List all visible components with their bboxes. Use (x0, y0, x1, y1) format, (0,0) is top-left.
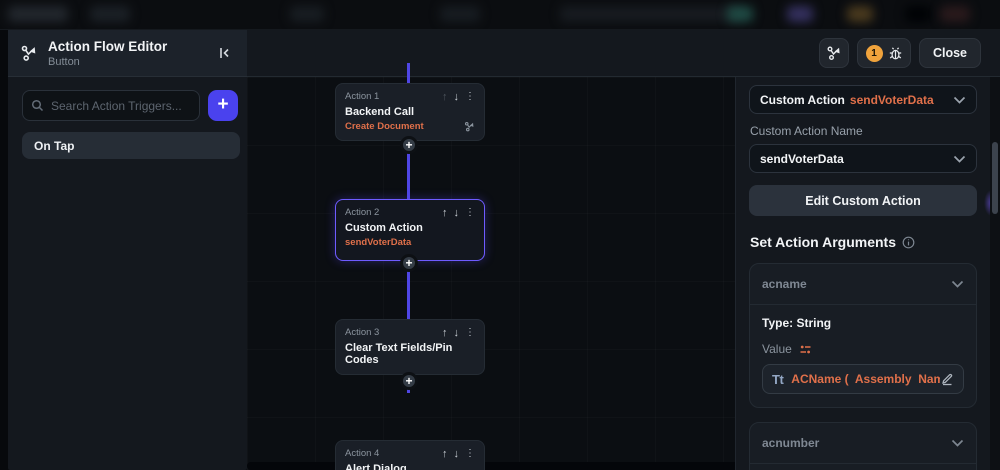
variable-settings-icon[interactable] (799, 344, 812, 355)
search-input[interactable] (51, 98, 181, 113)
branch-flow-icon[interactable] (464, 121, 475, 132)
action-title: Backend Call (345, 106, 415, 118)
action-type-label: Custom Action (760, 92, 845, 107)
argument-type: Type: String (762, 316, 832, 330)
action-flow-icon (826, 45, 842, 61)
kebab-menu-icon[interactable]: ⋮ (465, 206, 475, 218)
canvas-header: 1 Close (247, 30, 1000, 77)
action-type-dropdown[interactable]: Custom Action sendVoterData (749, 85, 977, 114)
chevron-down-icon (953, 155, 966, 163)
edit-custom-action-button[interactable]: Edit Custom Action (749, 185, 977, 216)
horizontal-scrollbar[interactable] (247, 462, 883, 470)
toolbar-blob-red (940, 6, 970, 22)
move-down-icon[interactable]: ↓ (453, 326, 460, 339)
background-app-toolbar (0, 0, 1000, 30)
toolbar-blob (290, 6, 324, 22)
set-action-arguments-row: Set Action Arguments (750, 234, 977, 250)
add-action-node[interactable]: + (400, 136, 418, 154)
toolbar-blob (440, 6, 480, 22)
action-index: Action 1 (345, 91, 380, 102)
action-title: Clear Text Fields/Pin Codes (345, 342, 453, 366)
toolbar-blob (8, 6, 68, 22)
toolbar-blob (905, 6, 931, 22)
value-label: Value (762, 342, 792, 356)
text-type-icon: Tt (772, 371, 784, 387)
action-title: Alert Dialog (345, 463, 407, 470)
trigger-search-row: + (8, 77, 247, 121)
search-box[interactable] (22, 90, 200, 121)
action-index: Action 3 (345, 327, 380, 338)
info-icon[interactable] (902, 236, 915, 249)
custom-action-name-value: sendVoterData (760, 151, 844, 166)
custom-action-name-dropdown[interactable]: sendVoterData (749, 144, 977, 173)
action-flow-view-button[interactable] (819, 38, 849, 68)
errors-debug-button[interactable]: 1 (857, 38, 911, 68)
edit-pencil-icon[interactable] (940, 372, 954, 386)
close-button[interactable]: Close (919, 38, 981, 68)
action-card-4[interactable]: Action 4 ↑ ↓ ⋮ Alert Dialog (335, 440, 485, 470)
argument-value-field[interactable]: Tt ACName ( Assembly Name ) (762, 364, 964, 394)
panel-title: Action Flow Editor (48, 38, 168, 54)
argument-value: ACName ( Assembly Name ) (791, 372, 940, 386)
add-trigger-button[interactable]: + (208, 90, 238, 121)
action-card-3[interactable]: Action 3 ↑ ↓ ⋮ Clear Text Fields/Pin Cod… (335, 319, 485, 375)
vertical-scrollbar-thumb[interactable] (992, 142, 998, 214)
custom-action-name-label: Custom Action Name (750, 124, 863, 138)
bug-icon (888, 46, 903, 61)
action-type-value: sendVoterData (849, 92, 934, 107)
action-index: Action 2 (345, 207, 380, 218)
argument-card-acnumber: acnumber Type: (749, 422, 977, 470)
toolbar-blob (90, 6, 130, 22)
chevron-down-icon (953, 96, 966, 104)
argument-name: acname (762, 277, 807, 291)
toolbar-blob-teal (727, 6, 753, 22)
action-index: Action 4 (345, 448, 380, 459)
kebab-menu-icon[interactable]: ⋮ (465, 447, 475, 459)
panel-subtitle: Button (48, 55, 80, 68)
move-up-icon[interactable]: ↑ (442, 206, 448, 219)
move-down-icon[interactable]: ↓ (453, 447, 460, 460)
action-inspector-panel: Custom Action sendVoterData Custom Actio… (735, 77, 990, 470)
action-subtitle: sendVoterData (345, 237, 412, 248)
chevron-down-icon (951, 280, 964, 288)
panel-title-block: Action Flow Editor Button (48, 39, 167, 68)
argument-card-acname: acname Type: String Value (749, 263, 977, 408)
collapse-panel-icon[interactable] (213, 42, 235, 64)
action-flow-panel: Action Flow Editor Button + On Tap (8, 30, 247, 470)
action-card-2-selected[interactable]: Action 2 ↑ ↓ ⋮ Custom Action sendVoterDa… (335, 199, 485, 261)
action-card-1[interactable]: Action 1 ↑ ↓ ⋮ Backend Call Create Docum… (335, 83, 485, 141)
move-down-icon[interactable]: ↓ (453, 206, 460, 219)
search-icon (31, 99, 44, 112)
argument-body: Type: String Value Tt ACName ( Assembly … (750, 305, 976, 407)
toolbar-blob (560, 6, 740, 22)
trigger-item-on-tap[interactable]: On Tap (22, 132, 240, 159)
add-action-node[interactable]: + (400, 254, 418, 272)
toolbar-blob-amber (847, 6, 873, 22)
move-down-icon[interactable]: ↓ (453, 90, 460, 103)
action-subtitle: Create Document (345, 121, 424, 132)
toolbar-blob-purple (787, 6, 813, 22)
set-action-arguments-heading: Set Action Arguments (750, 234, 896, 250)
vertical-scrollbar-track[interactable] (990, 77, 1000, 470)
chevron-down-icon (951, 439, 964, 447)
kebab-menu-icon[interactable]: ⋮ (465, 90, 475, 102)
panel-header: Action Flow Editor Button (8, 30, 247, 77)
add-action-node[interactable]: + (400, 372, 418, 390)
move-up-icon[interactable]: ↑ (442, 90, 448, 103)
action-flow-icon (20, 44, 38, 62)
error-count-badge: 1 (865, 44, 883, 62)
kebab-menu-icon[interactable]: ⋮ (465, 326, 475, 338)
argument-name: acnumber (762, 436, 820, 450)
argument-body: Type: (750, 464, 976, 470)
move-up-icon[interactable]: ↑ (442, 447, 448, 460)
action-title: Custom Action (345, 222, 423, 234)
move-up-icon[interactable]: ↑ (442, 326, 448, 339)
argument-header-acname[interactable]: acname (750, 264, 976, 305)
argument-header-acnumber[interactable]: acnumber (750, 423, 976, 464)
